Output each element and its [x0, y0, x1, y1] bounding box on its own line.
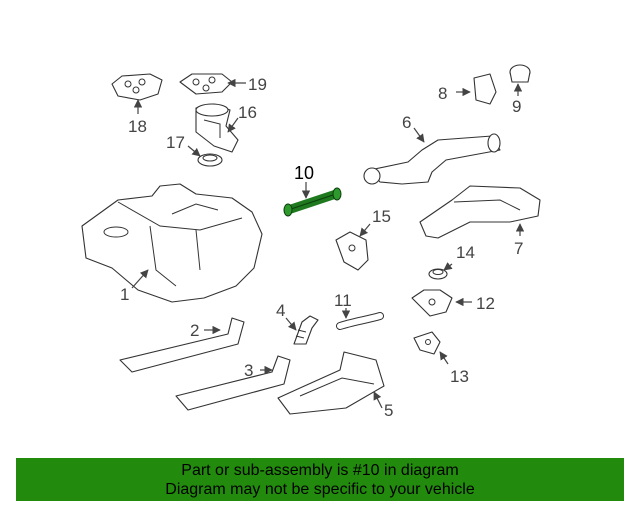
part-4-bracket[interactable]: [293, 315, 319, 345]
part-13-clip[interactable]: [413, 331, 441, 355]
label-18: 18: [128, 117, 147, 136]
part-17-ring[interactable]: [197, 153, 223, 167]
label-12: 12: [476, 294, 495, 313]
label-15: 15: [372, 207, 391, 226]
label-19: 19: [248, 75, 267, 94]
parts-diagram: 18 19 16 17 10 1 2: [81, 64, 541, 420]
label-10: 10: [294, 163, 314, 183]
banner-line-1: Part or sub-assembly is #10 in diagram: [181, 462, 459, 479]
part-7-shield[interactable]: [419, 185, 541, 239]
part-14-ring[interactable]: [428, 268, 448, 280]
part-15-bracket[interactable]: [335, 231, 369, 271]
banner-line-2: Diagram may not be specific to your vehi…: [165, 481, 475, 498]
label-3: 3: [244, 361, 253, 380]
label-1: 1: [120, 285, 129, 304]
part-19-plate[interactable]: [179, 73, 233, 95]
part-10-hose[interactable]: [283, 187, 342, 217]
label-2: 2: [190, 321, 199, 340]
part-1-fuel-tank[interactable]: [81, 183, 263, 303]
part-5-shield[interactable]: [277, 351, 385, 415]
part-16-pump[interactable]: [195, 103, 239, 153]
label-5: 5: [384, 401, 393, 420]
part-2-strap[interactable]: [119, 317, 245, 373]
part-18-plate[interactable]: [111, 73, 163, 101]
part-9-cap[interactable]: [509, 64, 531, 83]
label-4: 4: [276, 301, 285, 320]
label-17: 17: [166, 133, 185, 152]
label-9: 9: [512, 97, 521, 116]
part-11-hose[interactable]: [336, 312, 384, 330]
label-13: 13: [450, 367, 469, 386]
part-6-filler-neck[interactable]: [363, 133, 501, 185]
label-11: 11: [334, 291, 352, 310]
info-banner: Part or sub-assembly is #10 in diagram D…: [16, 458, 624, 501]
label-14: 14: [456, 243, 475, 262]
label-7: 7: [514, 239, 523, 258]
part-8-bracket[interactable]: [473, 73, 497, 105]
label-8: 8: [438, 84, 447, 103]
part-3-strap[interactable]: [175, 355, 291, 411]
label-16: 16: [238, 103, 257, 122]
part-12-bracket[interactable]: [411, 289, 453, 317]
label-6: 6: [402, 113, 411, 132]
